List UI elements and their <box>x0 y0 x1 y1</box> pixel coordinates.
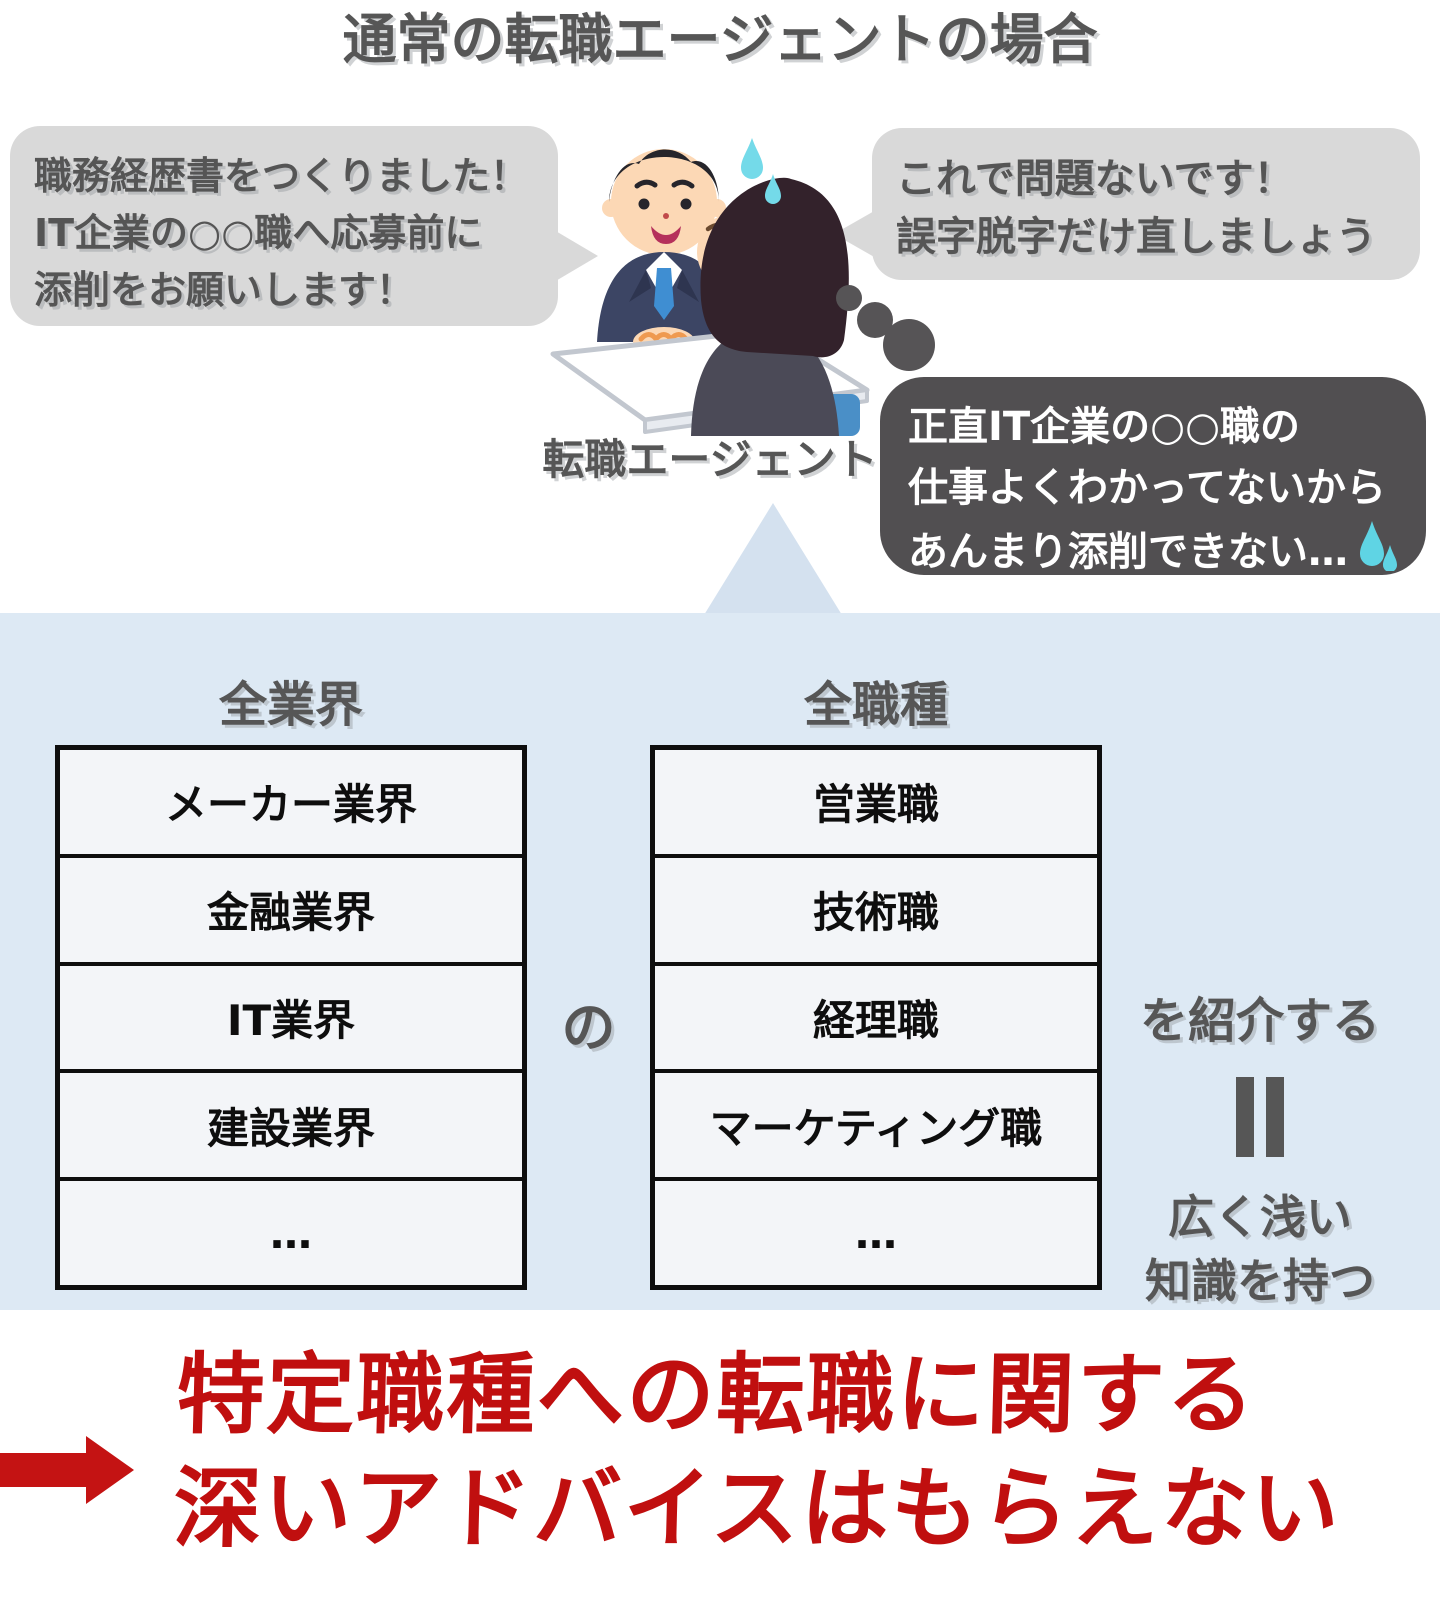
bubble-tail-right-icon <box>554 230 598 282</box>
table-row: … <box>855 1208 897 1258</box>
thought-bubble-line: 正直IT企業の○○職の <box>908 404 1300 450</box>
client-person <box>691 138 860 436</box>
industries-table: メーカー業界 金融業界 IT業界 建設業界 … <box>55 745 527 1290</box>
thought-dot-icon <box>883 319 935 371</box>
conclusion-text: 特定職種への転職に関する 深いアドバイスはもらえない <box>172 1338 1438 1567</box>
table-row: … <box>270 1208 312 1258</box>
table-row: 営業職 <box>655 750 1097 858</box>
red-arrow-icon <box>0 1436 134 1504</box>
conclusion-line: 深いアドバイスはもらえない <box>172 1457 1343 1561</box>
industries-header: 全業界 <box>218 677 363 733</box>
candidate-bubble-line: 添削をお願いします！ <box>34 268 415 312</box>
agent-thought-bubble: 正直IT企業の○○職の 仕事よくわかってないから あんまり添削できない… <box>880 377 1426 575</box>
thought-bubble-line: 仕事よくわかってないから <box>908 464 1386 511</box>
table-row: 経理職 <box>655 966 1097 1074</box>
candidate-bubble-line: 職務経歴書をつくりました！ <box>34 154 529 198</box>
outcome-column: を紹介する 広く浅い 知識を持つ <box>1100 981 1420 1314</box>
thought-dot-icon <box>836 285 862 311</box>
connector-no: の <box>561 996 616 1059</box>
agent-bubble-line: これで問題ないです！ <box>896 156 1294 202</box>
outcome-intro: を紹介する <box>1139 993 1380 1049</box>
candidate-bubble-line: IT企業の○○職へ応募前に <box>34 211 483 255</box>
table-row: 技術職 <box>655 858 1097 966</box>
thought-bubble-line: あんまり添削できない… <box>908 519 1398 583</box>
table-row: メーカー業界 <box>60 750 522 858</box>
matrix-section: 全業界 全職種 メーカー業界 金融業界 IT業界 建設業界 … 営業職 技術職 … <box>0 613 1440 1310</box>
table-row: 建設業界 <box>60 1073 522 1182</box>
sweat-drops-icon <box>1360 520 1397 572</box>
agent-meeting-illustration <box>550 138 870 436</box>
pointer-triangle-icon <box>704 503 842 615</box>
table-row: 金融業界 <box>60 858 522 966</box>
agent-label: 転職エージェント <box>542 435 878 484</box>
agent-speech-bubble: これで問題ないです！ 誤字脱字だけ直しましょう <box>834 128 1420 280</box>
page-title: 通常の転職エージェントの場合 <box>342 8 1098 71</box>
agent-person <box>597 149 731 357</box>
sweat-drops-icon <box>741 138 781 204</box>
jobs-header: 全職種 <box>803 677 948 733</box>
outcome-result: 広く浅い 知識を持つ <box>1145 1190 1375 1309</box>
jobs-table: 営業職 技術職 経理職 マーケティング職 … <box>650 745 1102 1290</box>
equals-icon <box>1236 1077 1284 1157</box>
table-row: IT業界 <box>60 966 522 1074</box>
candidate-speech-bubble: 職務経歴書をつくりました！ IT企業の○○職へ応募前に 添削をお願いします！ <box>10 126 598 326</box>
conclusion-line: 特定職種への転職に関する <box>175 1343 1258 1446</box>
agent-bubble-line: 誤字脱字だけ直しましょう <box>896 214 1376 260</box>
table-row: マーケティング職 <box>655 1073 1097 1182</box>
